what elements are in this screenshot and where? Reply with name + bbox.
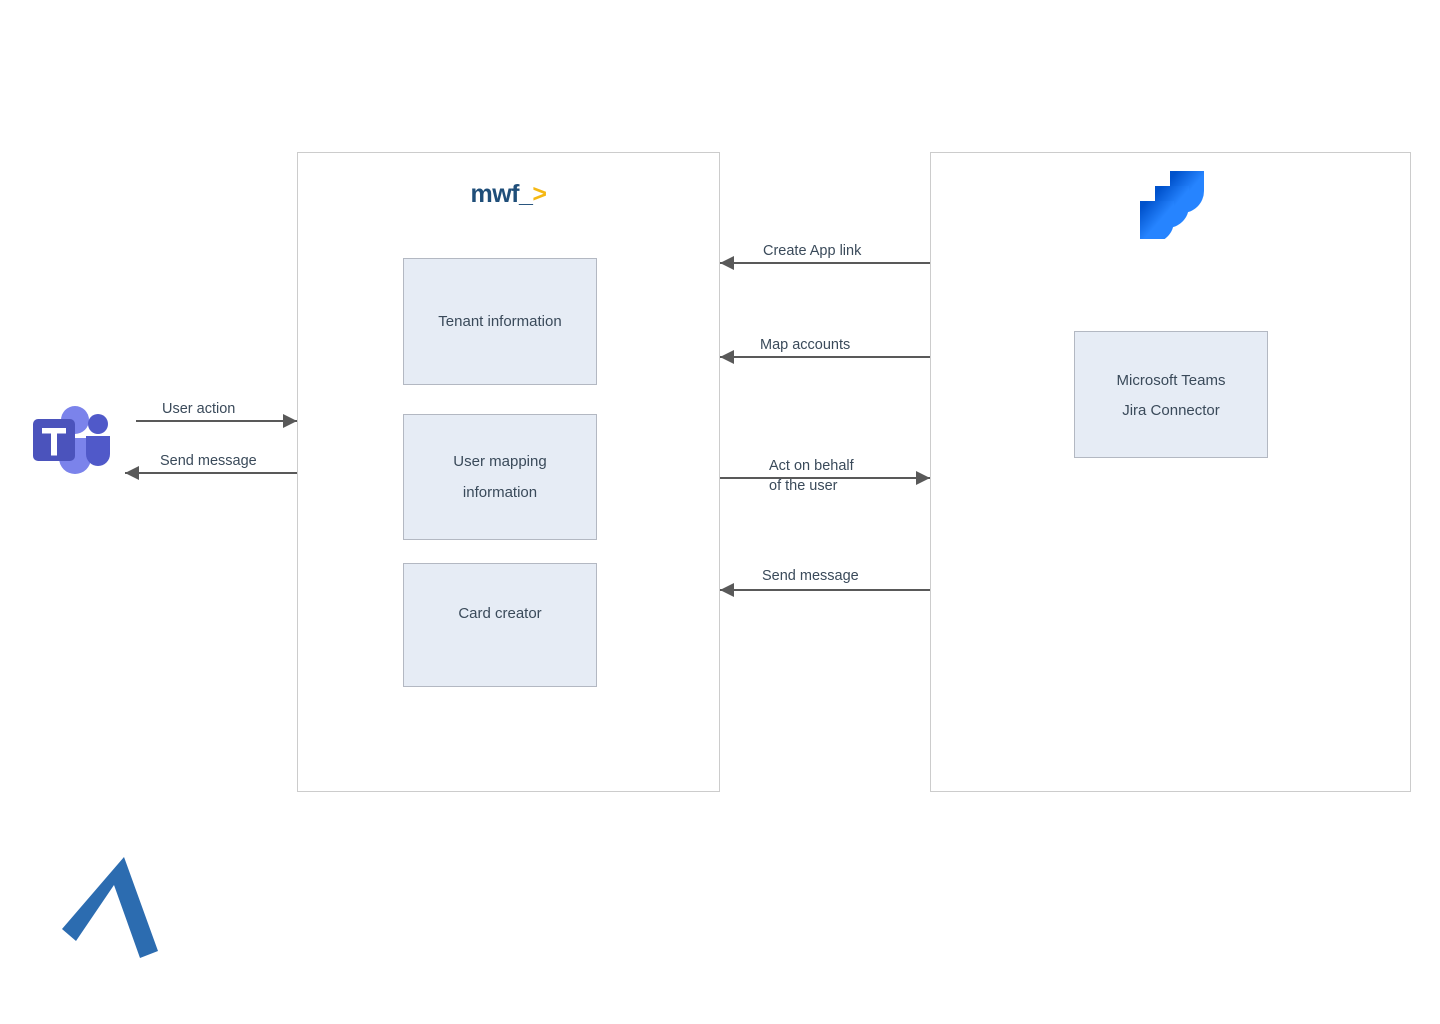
arrow-label-send-message-from-jira: Send message — [762, 568, 859, 584]
module-tenant-information[interactable]: Tenant information — [403, 258, 597, 385]
jira-platform-container — [930, 152, 1411, 792]
arrow-user-action — [136, 420, 297, 422]
jira-icon — [1140, 171, 1204, 239]
mwf-logo-arrow: > — [532, 180, 547, 208]
arrow-label-act-on-behalf-line-2: of the user — [769, 478, 838, 494]
module-user-mapping-information[interactable]: User mapping information — [403, 414, 597, 540]
module-user-mapping-line-1: User mapping — [453, 453, 547, 471]
microsoft-teams-icon — [33, 406, 110, 474]
mwf-logo: mwf_> — [297, 182, 720, 207]
arrow-send-message-to-teams — [125, 472, 297, 474]
module-card-creator[interactable]: Card creator — [403, 563, 597, 687]
arrow-map-accounts — [720, 356, 930, 358]
module-connector-line-1: Microsoft Teams — [1116, 372, 1226, 389]
arrow-label-send-message-to-teams: Send message — [160, 453, 257, 469]
module-connector-line-2: Jira Connector — [1122, 402, 1220, 420]
module-card-creator-label: Card creator — [458, 605, 542, 622]
mwf-logo-word: mwf_ — [470, 180, 533, 208]
arrow-label-act-on-behalf-line-1: Act on behalf — [769, 458, 854, 474]
brand-mark-logo — [62, 857, 158, 958]
arrow-label-user-action: User action — [162, 401, 236, 417]
module-microsoft-teams-jira-connector[interactable]: Microsoft Teams Jira Connector — [1074, 331, 1268, 458]
arrow-create-app-link — [720, 262, 930, 264]
arrow-send-message-from-jira — [720, 589, 930, 591]
arrow-label-map-accounts: Map accounts — [760, 337, 851, 353]
arrow-act-on-behalf-of-the-user — [720, 477, 930, 479]
module-user-mapping-line-2: information — [462, 483, 538, 501]
arrow-label-create-app-link: Create App link — [763, 243, 862, 259]
module-tenant-information-label: Tenant information — [438, 312, 562, 330]
